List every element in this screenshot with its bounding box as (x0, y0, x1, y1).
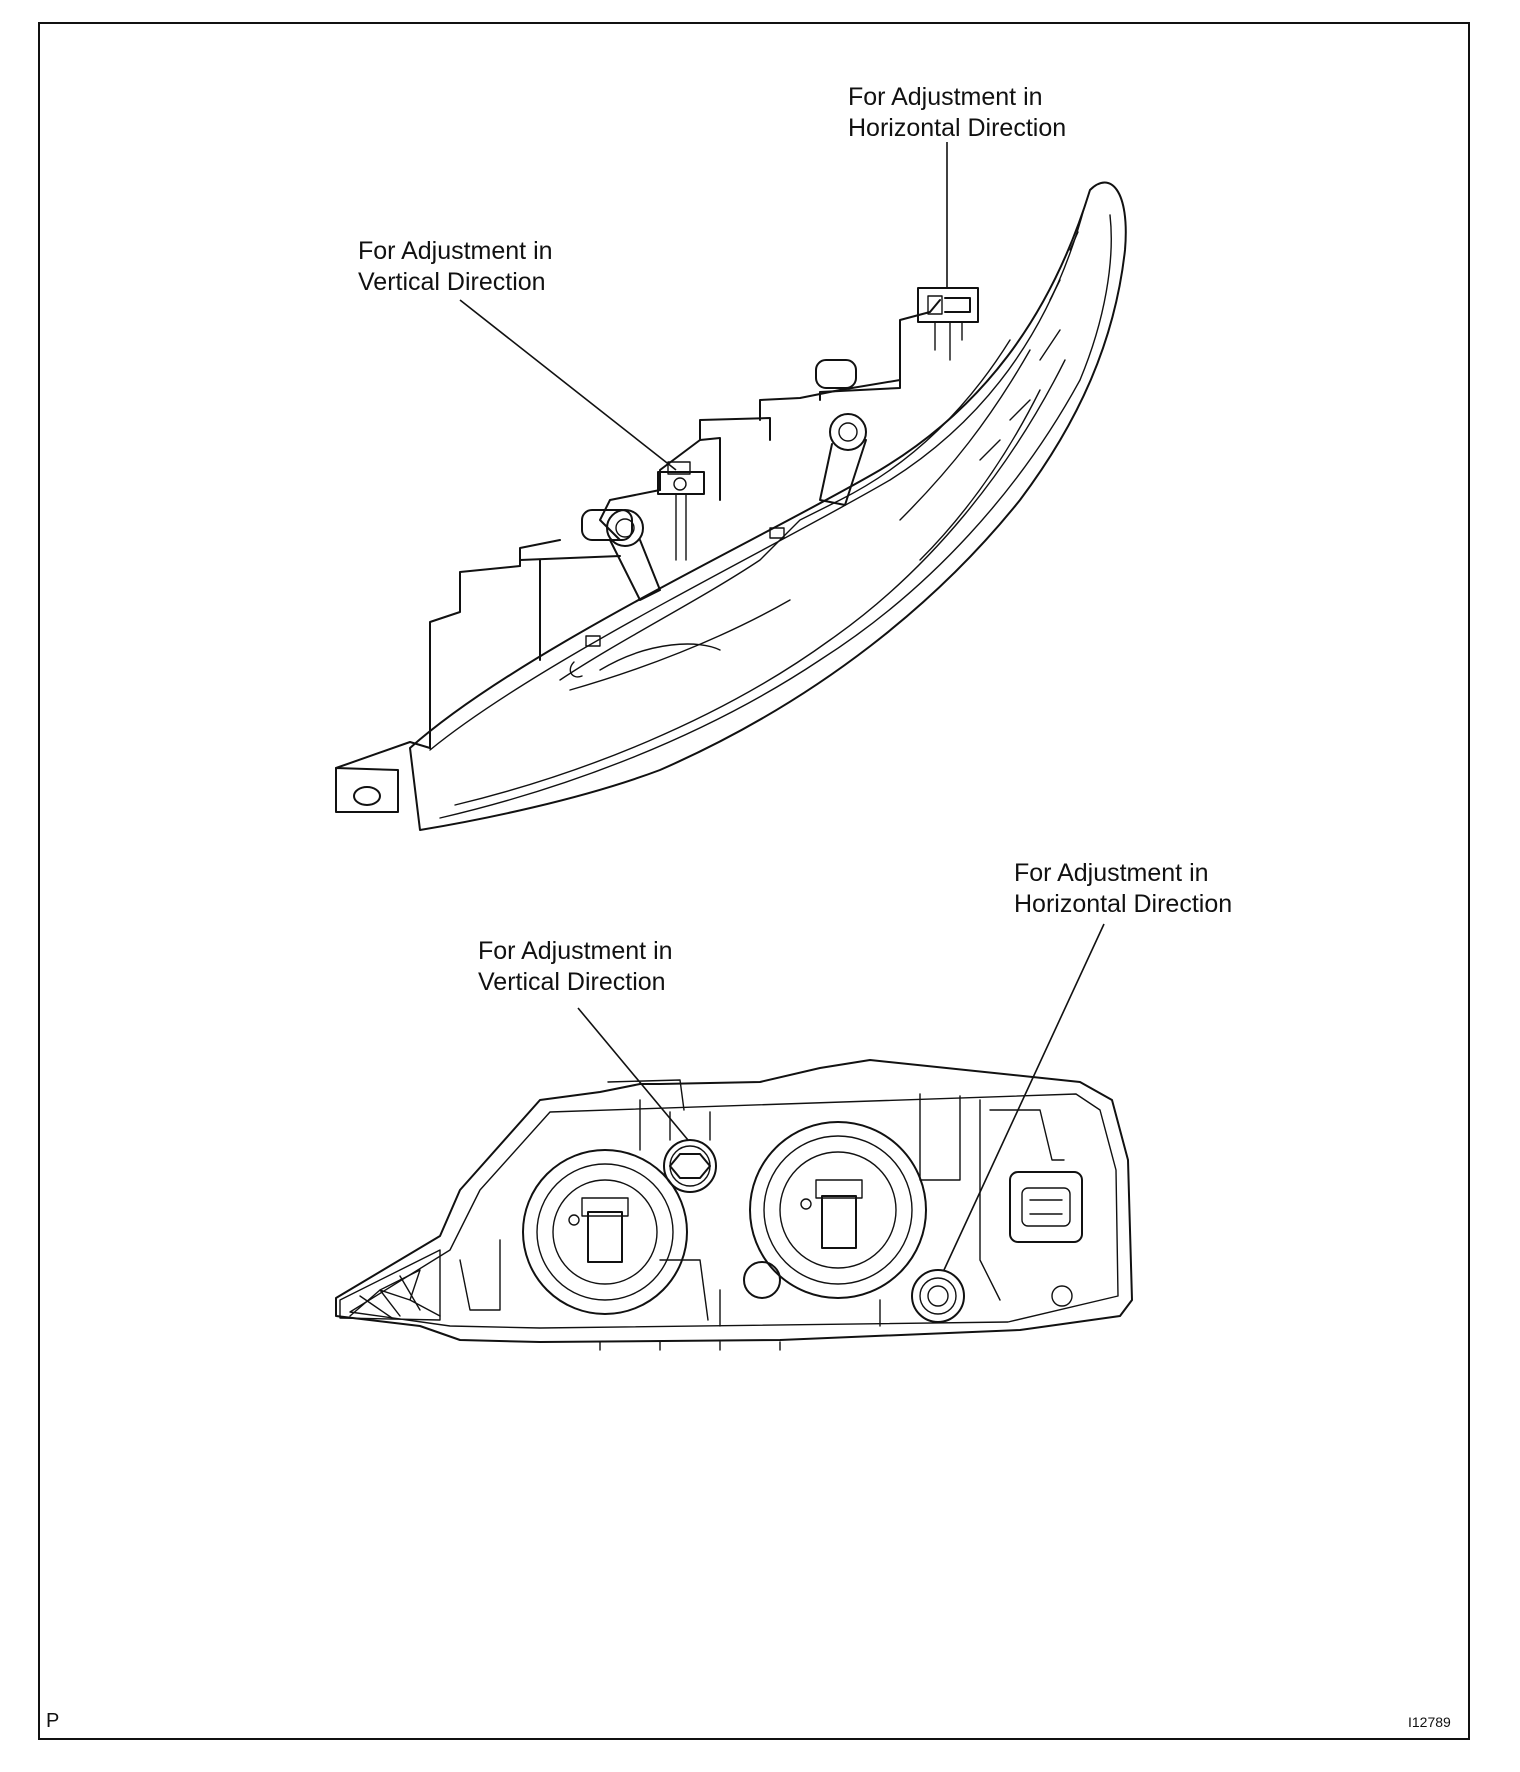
mounting-bracket-left-icon (581, 509, 661, 601)
label-line-2: Horizontal Direction (1014, 890, 1233, 918)
mounting-bracket-right-icon (815, 359, 867, 506)
vertical-adjusting-bolt-icon (607, 1079, 717, 1193)
label-bottom-vertical-adjustment: For Adjustment in Vertical Direction (478, 936, 673, 998)
label-line-1: For Adjustment in (1014, 859, 1209, 887)
label-line-2: Vertical Direction (358, 268, 546, 296)
left-bulb-socket-icon (522, 1149, 688, 1315)
headlamp-side-view (335, 181, 1127, 831)
vertical-adjusting-screw-top-icon (657, 461, 705, 561)
label-top-horizontal-adjustment: For Adjustment in Horizontal Direction (848, 82, 1066, 144)
lattice-bracket (339, 1249, 441, 1321)
footer-left-code: P (46, 1710, 60, 1732)
figure-frame (38, 22, 1470, 1740)
label-line-1: For Adjustment in (358, 237, 553, 265)
label-line-2: Horizontal Direction (848, 114, 1067, 142)
label-bottom-horizontal-adjustment: For Adjustment in Horizontal Direction (1014, 858, 1232, 920)
right-bulb-socket-icon (749, 1121, 927, 1299)
figure-number: I12789 (1408, 1714, 1451, 1730)
horizontal-adjusting-screw-top-icon (917, 287, 979, 361)
label-line-1: For Adjustment in (478, 937, 673, 965)
label-line-1: For Adjustment in (848, 83, 1043, 111)
label-line-2: Vertical Direction (478, 968, 666, 996)
leader-line-bottom-vertical (577, 1007, 689, 1141)
label-top-vertical-adjustment: For Adjustment in Vertical Direction (358, 236, 553, 298)
leader-line-bottom-horizontal (943, 923, 1105, 1271)
headlamp-rear-view (335, 1059, 1133, 1351)
side-connector-icon (989, 1109, 1083, 1307)
horizontal-adjusting-gear-icon (911, 1269, 965, 1323)
leader-line-top-vertical (459, 299, 677, 471)
